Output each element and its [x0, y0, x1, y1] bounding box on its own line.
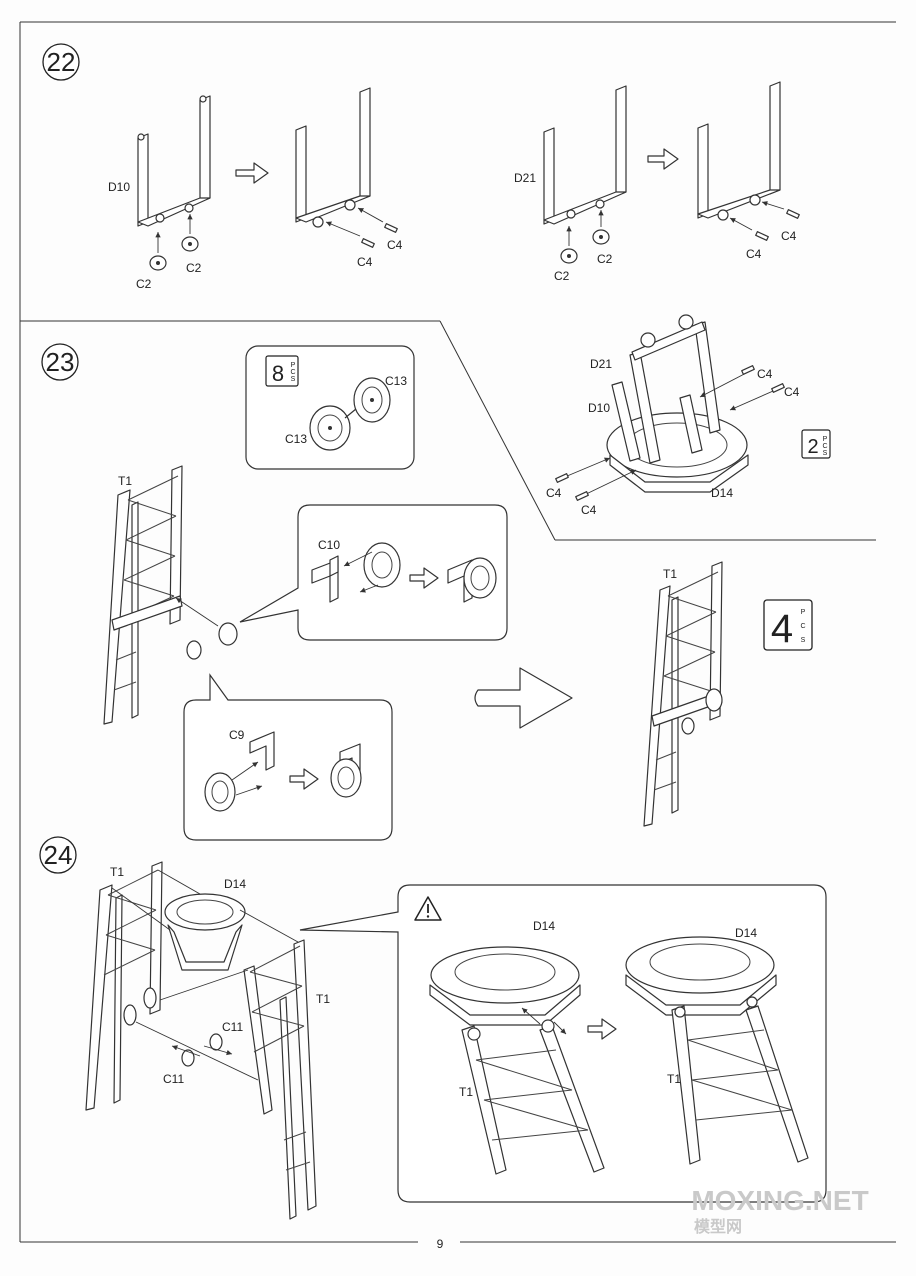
label-d14-warn-before: D14: [533, 919, 555, 933]
label-t1-right: T1: [663, 567, 677, 581]
t1-leg-assembly-right: [643, 561, 723, 827]
label-c4-sub-a: C4: [757, 367, 773, 381]
svg-text:P: P: [801, 609, 806, 616]
svg-text:24: 24: [44, 840, 73, 870]
d21-frame-assembled: [697, 81, 800, 241]
c13-axle-callout: 8 P C S: [245, 345, 415, 470]
c2-wheel-d21-right: [592, 210, 610, 245]
step-24: 24: [39, 836, 827, 1220]
label-c10: C10: [318, 538, 340, 552]
c2-wheel-right: [181, 214, 199, 252]
step-number-22: 22: [42, 43, 80, 81]
label-t1-24-right: T1: [316, 992, 330, 1006]
label-c2-d21-right: C2: [597, 252, 613, 266]
label-c4-d21-b: C4: [781, 229, 797, 243]
svg-text:MOXING.NET: MOXING.NET: [691, 1185, 868, 1216]
label-c2-right: C2: [186, 261, 202, 275]
svg-text:S: S: [823, 450, 828, 457]
svg-text:8: 8: [272, 361, 284, 386]
label-c13-right: C13: [385, 374, 407, 388]
step-arrow-icon-2: [647, 148, 679, 170]
label-d21-sub: D21: [590, 357, 612, 371]
pcs-badge-8: 8 P C S: [265, 355, 299, 387]
label-t1-24-left: T1: [110, 865, 124, 879]
watermark-logo: MOXING.NET 模型网: [691, 1185, 868, 1236]
label-c13-left: C13: [285, 432, 307, 446]
label-d14-sub: D14: [711, 486, 733, 500]
label-d14-24: D14: [224, 877, 246, 891]
pcs-badge-4: 4 P C S: [763, 599, 813, 651]
label-c4-b: C4: [387, 238, 403, 252]
label-c2-d21-left: C2: [554, 269, 570, 283]
label-d14-warn-after: D14: [735, 926, 757, 940]
big-step-arrow-icon: [474, 667, 573, 729]
label-c4-a: C4: [357, 255, 373, 269]
step-22: 22 D10 C2 C2: [42, 43, 800, 291]
step-arrow-icon: [235, 162, 269, 184]
page-number: 9: [437, 1237, 444, 1251]
svg-text:模型网: 模型网: [694, 1217, 742, 1236]
label-t1-warn-before: T1: [459, 1085, 473, 1099]
svg-text:S: S: [291, 376, 296, 383]
label-t1-left: T1: [118, 474, 132, 488]
step-number-24: 24: [39, 836, 77, 874]
label-c11-b: C11: [163, 1072, 184, 1086]
t1-leg-assembly-left: [103, 465, 238, 725]
label-c11-a: C11: [222, 1020, 243, 1034]
label-t1-warn-after: T1: [667, 1072, 681, 1086]
svg-text:23: 23: [46, 347, 75, 377]
svg-text:S: S: [801, 637, 806, 644]
label-d10: D10: [108, 180, 130, 194]
label-c2-left: C2: [136, 277, 152, 291]
c2-wheel-d21-left: [560, 226, 578, 264]
label-d10-sub: D10: [588, 401, 610, 415]
c9-callout: [183, 673, 393, 841]
svg-text:22: 22: [47, 47, 76, 77]
page-frame: [19, 21, 896, 1243]
pcs-badge-2: 2 P C S: [801, 429, 831, 459]
d10-frame-part: [137, 95, 211, 227]
label-d21: D21: [514, 171, 536, 185]
d21-frame-part: [543, 85, 627, 225]
step-23: 23 8 P C S C13 C13: [41, 314, 831, 841]
bogie-subassembly: [555, 314, 785, 501]
svg-text:4: 4: [771, 607, 793, 651]
warning-callout: [299, 884, 827, 1203]
svg-text:C: C: [822, 443, 827, 450]
d10-frame-assembled: [295, 87, 398, 248]
svg-text:P: P: [291, 362, 296, 369]
label-c4-sub-d: C4: [581, 503, 597, 517]
label-c9: C9: [229, 728, 245, 742]
label-c4-sub-c: C4: [546, 486, 562, 500]
svg-text:P: P: [823, 436, 828, 443]
svg-text:C: C: [290, 369, 295, 376]
crane-base-assembly: [85, 861, 317, 1220]
svg-text:C: C: [800, 623, 805, 630]
svg-text:2: 2: [807, 436, 818, 458]
c10-callout: [239, 504, 508, 641]
warning-triangle-icon: [414, 896, 442, 921]
step-number-23: 23: [41, 343, 79, 381]
label-c4-d21-a: C4: [746, 247, 762, 261]
label-c4-sub-b: C4: [784, 385, 800, 399]
c2-wheel-left: [149, 232, 167, 271]
